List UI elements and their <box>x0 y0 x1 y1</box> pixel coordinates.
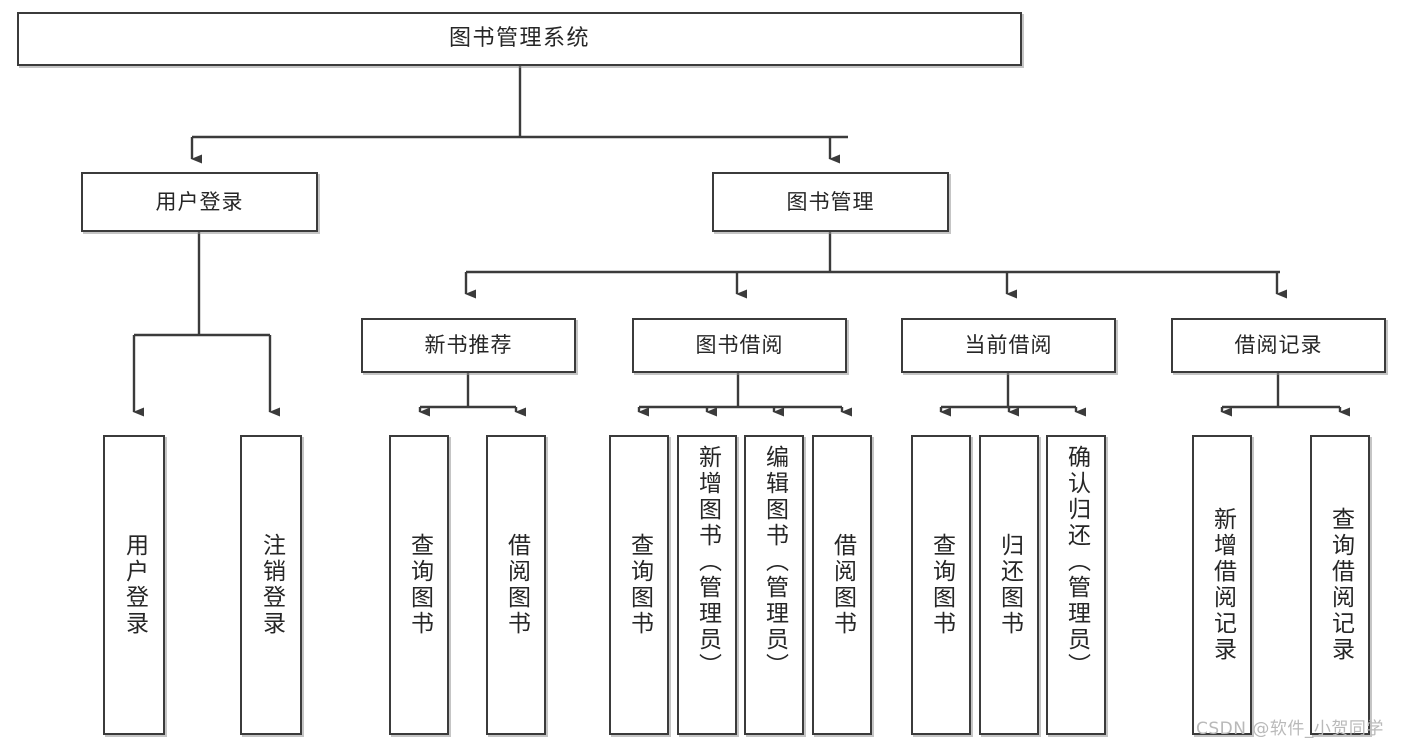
leaf-new-book-borrow[interactable]: 借阅图书 <box>486 435 546 735</box>
leaf-current-borrow-confirm-admin[interactable]: 确认归还（管理员） <box>1046 435 1106 735</box>
leaf-borrow-record-query[interactable]: 查询借阅记录 <box>1310 435 1370 735</box>
node-label: 查询借阅记录 <box>1327 507 1354 663</box>
node-label: 借阅记录 <box>1234 333 1323 358</box>
node-label: 当前借阅 <box>964 333 1053 358</box>
node-borrow-record[interactable]: 借阅记录 <box>1171 318 1386 373</box>
node-label: 查询图书 <box>928 533 955 637</box>
node-label: 借阅图书 <box>829 533 856 637</box>
leaf-current-borrow-query[interactable]: 查询图书 <box>911 435 971 735</box>
node-label: 用户登录 <box>155 189 244 214</box>
node-label: 查询图书 <box>406 533 433 637</box>
leaf-new-book-query[interactable]: 查询图书 <box>389 435 449 735</box>
node-label: 确认归还（管理员） <box>1063 445 1090 679</box>
node-label: 新增借阅记录 <box>1209 507 1236 663</box>
node-new-book-recommend[interactable]: 新书推荐 <box>361 318 576 373</box>
leaf-book-borrow-add-admin[interactable]: 新增图书（管理员） <box>677 435 737 735</box>
node-label: 新书推荐 <box>424 333 513 358</box>
node-user-login[interactable]: 用户登录 <box>81 172 318 232</box>
node-label: 编辑图书（管理员） <box>761 445 788 679</box>
leaf-user-login-signout[interactable]: 注销登录 <box>240 435 302 735</box>
leaf-borrow-record-add[interactable]: 新增借阅记录 <box>1192 435 1252 735</box>
node-label: 图书管理 <box>786 189 875 214</box>
leaf-book-borrow-query[interactable]: 查询图书 <box>609 435 669 735</box>
node-book-borrow[interactable]: 图书借阅 <box>632 318 847 373</box>
node-label: 图书管理系统 <box>448 26 590 52</box>
node-label: 归还图书 <box>996 533 1023 637</box>
node-label: 图书借阅 <box>695 333 784 358</box>
node-root-book-management-system[interactable]: 图书管理系统 <box>17 12 1022 66</box>
node-label: 新增图书（管理员） <box>694 445 721 679</box>
node-label: 注销登录 <box>258 533 285 637</box>
leaf-user-login-signin[interactable]: 用户登录 <box>103 435 165 735</box>
node-label: 用户登录 <box>121 533 148 637</box>
node-current-borrow[interactable]: 当前借阅 <box>901 318 1116 373</box>
csdn-watermark: CSDN @软件_小贺同学 <box>1196 719 1384 739</box>
leaf-book-borrow-borrow[interactable]: 借阅图书 <box>812 435 872 735</box>
node-label: 查询图书 <box>626 533 653 637</box>
leaf-book-borrow-edit-admin[interactable]: 编辑图书（管理员） <box>744 435 804 735</box>
node-label: 借阅图书 <box>503 533 530 637</box>
leaf-current-borrow-return[interactable]: 归还图书 <box>979 435 1039 735</box>
node-book-management[interactable]: 图书管理 <box>712 172 949 232</box>
